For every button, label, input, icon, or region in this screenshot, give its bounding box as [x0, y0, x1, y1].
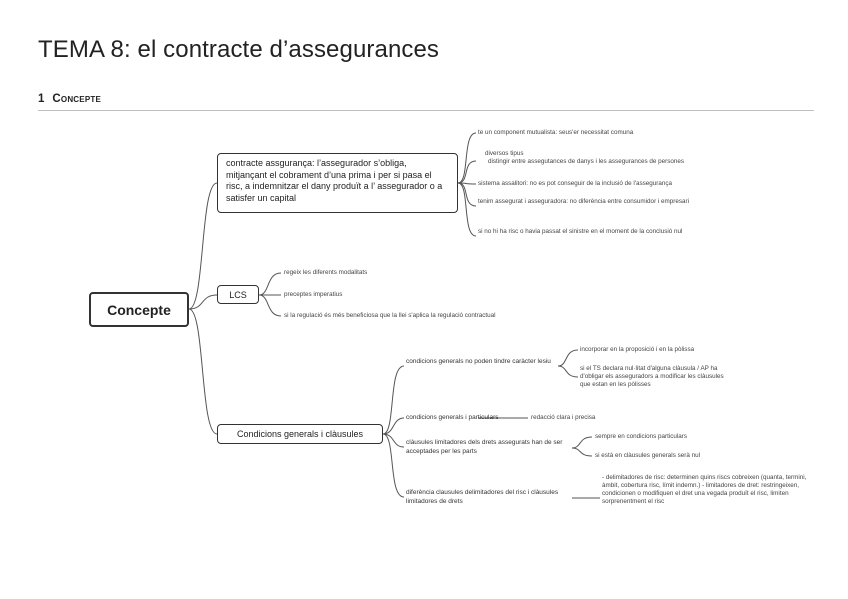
connector-b3-sub3: [382, 433, 405, 448]
s3-leaf-sempre: sempre en condicions particulars: [595, 433, 688, 440]
page-title: TEMA 8: el contracte d’assegurances: [38, 36, 440, 63]
connector-b1-leaf4: [457, 182, 477, 207]
connector-b3-sub2: [382, 417, 405, 435]
connector-b2-leaf1: [258, 272, 282, 296]
connector-b2-leaf3: [258, 294, 282, 317]
branch-lcs: LCS: [217, 285, 259, 304]
section-divider: [38, 110, 814, 111]
s3-leaf-nul: si està en clàusules generals serà nul: [595, 452, 701, 459]
b1-leaf-risc: si no hi ha risc o havia passat el sinis…: [478, 228, 683, 235]
connector-s1-leaf1: [557, 349, 579, 367]
branch-contracte-asseguranca: contracte assgurança: l’assegurador s’ob…: [217, 153, 458, 213]
mindmap-root: Concepte: [89, 292, 189, 327]
b1-leaf-mutualista: te un component mutualista: seus'er nece…: [478, 129, 634, 136]
b3-sub-generals-particulars: condicions generals i particulars: [406, 414, 499, 421]
connector-s1-leaf2: [557, 365, 579, 378]
connector-root-branch3: [188, 308, 218, 435]
b3-sub-diferencia: diferència clausules delimitadores del r…: [406, 489, 559, 505]
connector-b3-sub4: [382, 433, 405, 498]
s4-leaf-delimitadores: - delimitadores de risc: determinen quin…: [602, 474, 807, 505]
s1-leaf-nulitat: si el TS declara nul·litat d'alguna clàu…: [580, 365, 724, 388]
connector-s3-leaf2: [571, 447, 593, 457]
connector-b1-leaf5: [457, 182, 477, 237]
b2-leaf-regeix: regeix les diferents modalitats: [284, 269, 368, 276]
branch-condicions-generals: Condicions generals i clàusules: [217, 424, 383, 444]
b1-leaf-tenim: tenim assegurat i asseguradora: no difer…: [478, 198, 690, 205]
connector-root-branch1: [188, 182, 218, 310]
connector-b1-leaf2: [457, 160, 477, 184]
b2-leaf-preceptes: preceptes imperatius: [284, 291, 343, 298]
section-title: Concepte: [52, 93, 101, 105]
b1-leaf-sistema: sistema assalitori: no es pot conseguir …: [478, 180, 673, 187]
connector-root-branch2: [188, 294, 218, 310]
section-number: 1: [38, 93, 45, 105]
s1-leaf-incorporar: incorporar en la proposició i en la pòli…: [580, 346, 695, 353]
connector-s3-leaf1: [571, 436, 593, 449]
s2-leaf-redaccio: redacció clara i precisa: [531, 414, 596, 421]
connector-b3-sub1: [382, 365, 405, 435]
b2-leaf-regulacio: si la regulació és més beneficiosa que l…: [284, 312, 496, 319]
b3-sub-limitadores-drets: clàusules limitadores dels drets assegur…: [406, 439, 563, 455]
b1-leaf-diversos-tipus: diversos tipus: [485, 150, 524, 157]
b1-leaf-distingir: distingir entre assegutances de danys i …: [488, 158, 685, 165]
connector-b1-leaf1: [457, 132, 477, 184]
section-heading: 1 Concepte: [38, 93, 101, 105]
b3-sub-lesiu: condicions generals no poden tindre carà…: [406, 358, 551, 365]
